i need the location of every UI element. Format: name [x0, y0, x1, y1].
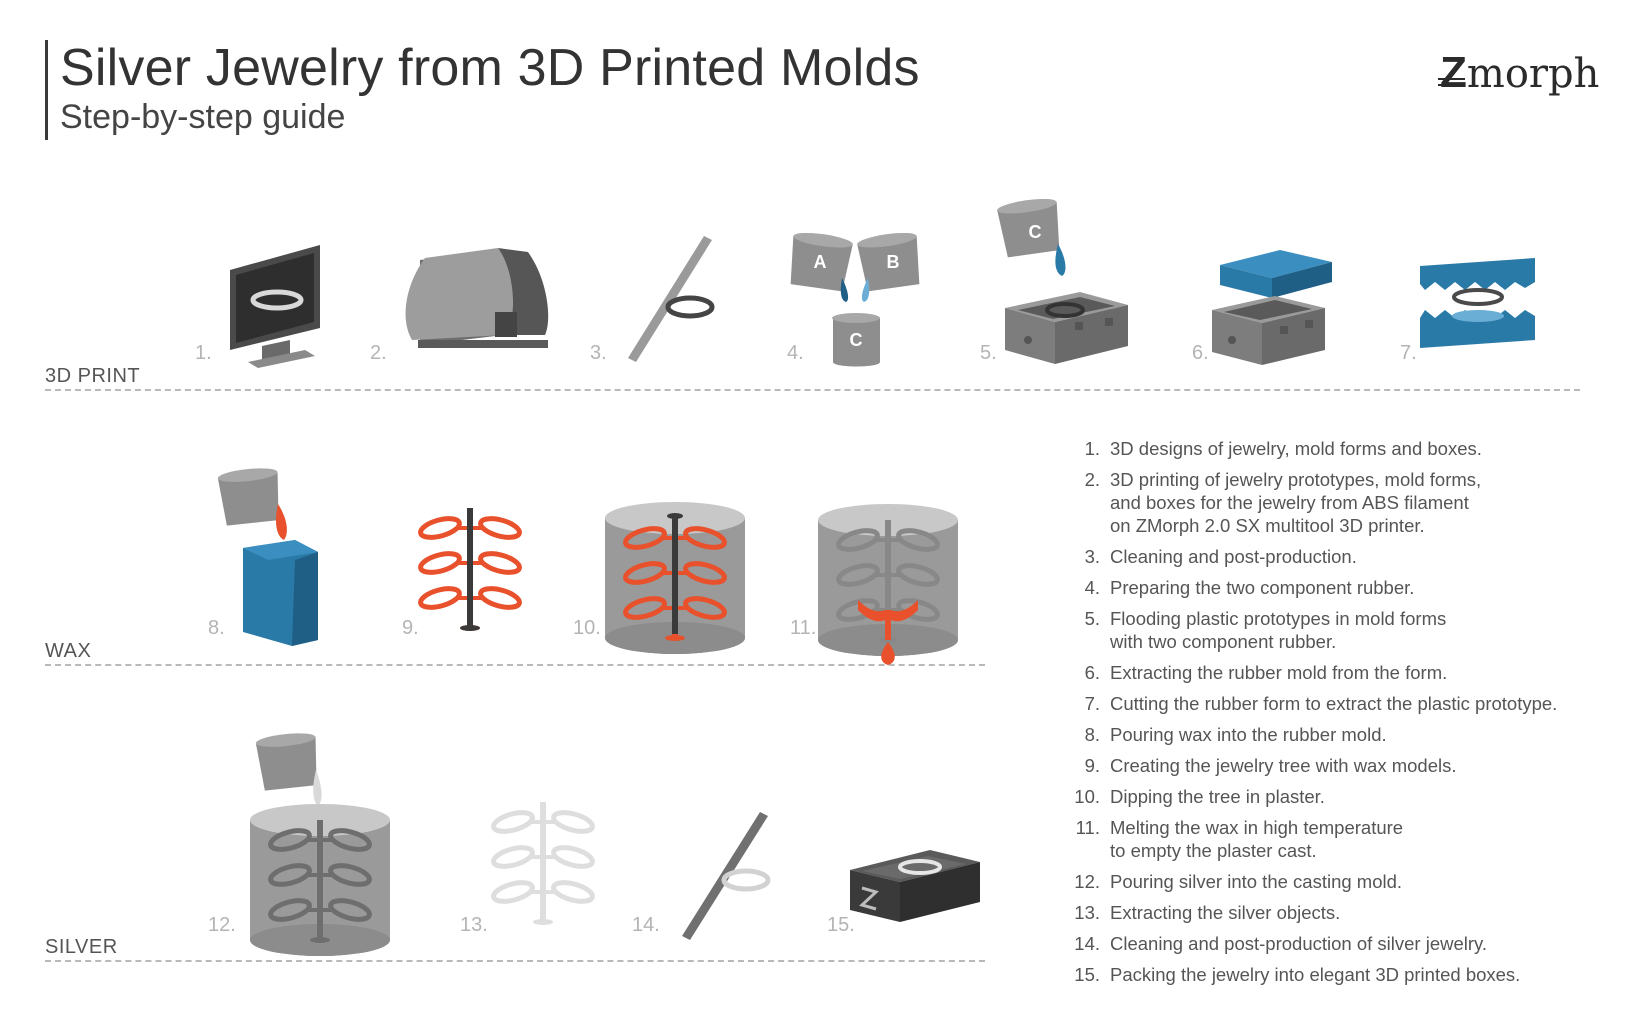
container-label-a: A: [814, 252, 827, 272]
illustration-number: 12.: [208, 914, 236, 936]
container-label-b: B: [887, 252, 900, 272]
step-text: Pouring wax into the rubber mold.: [1110, 724, 1387, 745]
step-text: Dipping the tree in plaster.: [1110, 786, 1325, 807]
divider-wax: [45, 664, 985, 666]
list-item: 7. Cutting the rubber form to extract the…: [1050, 692, 1610, 715]
container-label-c: C: [1029, 222, 1042, 242]
pour-silver-icon: [250, 731, 390, 956]
step-number: 4.: [1084, 577, 1100, 598]
list-item: 13. Extracting the silver objects.: [1050, 901, 1610, 924]
step-number: 5.: [1084, 608, 1100, 629]
step-text: 3D designs of jewelry, mold forms and bo…: [1110, 438, 1482, 459]
wax-tree-icon: [419, 508, 522, 631]
divider-silver: [45, 960, 985, 962]
list-item: 14. Cleaning and post-production of silve…: [1050, 932, 1610, 955]
illustration-number: 2.: [370, 342, 387, 364]
step-number: 7.: [1084, 693, 1100, 714]
step-text: Cleaning and post-production of silver j…: [1110, 933, 1488, 954]
logo-z: Z: [1438, 48, 1467, 97]
list-item: 11. Melting the wax in high temperature t…: [1050, 816, 1610, 862]
file-tool-icon: [628, 236, 715, 362]
list-item: 12. Pouring silver into the casting mold.: [1050, 870, 1610, 893]
step-text: Creating the jewelry tree with wax model…: [1110, 755, 1457, 776]
page-title: Silver Jewelry from 3D Printed Molds: [60, 39, 920, 97]
title-accent-bar: [45, 40, 48, 140]
illustration-number: 6.: [1192, 342, 1209, 364]
illustration-number: 14.: [632, 914, 660, 936]
illustration-number: 4.: [787, 342, 804, 364]
illustration-number: 8.: [208, 617, 225, 639]
illustration-number: 13.: [460, 914, 488, 936]
pour-wax-icon: [217, 466, 318, 646]
step-number: 2.: [1084, 469, 1100, 490]
list-item: 6. Extracting the rubber mold from the fo…: [1050, 661, 1610, 684]
step-text: Flooding plastic prototypes in mold form…: [1110, 608, 1447, 652]
illustration-number: 9.: [402, 617, 419, 639]
step-number: 15.: [1074, 964, 1100, 985]
mold-box-pour-icon: C: [996, 196, 1128, 364]
illustration-number: 3.: [590, 342, 607, 364]
3d-printer-icon: [405, 248, 549, 348]
cut-rubber-form-icon: [1420, 258, 1535, 348]
step-text: Extracting the silver objects.: [1110, 902, 1341, 923]
step-text: Cutting the rubber form to extract the p…: [1110, 693, 1558, 714]
list-item: 1. 3D designs of jewelry, mold forms and …: [1050, 437, 1610, 460]
section-label-wax: WAX: [45, 640, 92, 662]
divider-3d-print: [45, 389, 1580, 391]
step-number: 3.: [1084, 546, 1100, 567]
section-label-silver: SILVER: [45, 936, 118, 958]
list-item: 5. Flooding plastic prototypes in mold fo…: [1050, 607, 1610, 653]
section-label-3d-print: 3D PRINT: [45, 365, 141, 387]
step-number: 10.: [1074, 786, 1100, 807]
step-text: Cleaning and post-production.: [1110, 546, 1357, 567]
silver-tree-icon: [492, 802, 595, 925]
page-subtitle: Step-by-step guide: [60, 98, 346, 136]
step-number: 1.: [1084, 438, 1100, 459]
illustration-number: 7.: [1400, 342, 1417, 364]
container-label-c: C: [850, 330, 863, 350]
step-number: 13.: [1074, 902, 1100, 923]
list-item: 10. Dipping the tree in plaster.: [1050, 785, 1610, 808]
step-text: Pouring silver into the casting mold.: [1110, 871, 1403, 892]
step-number: 9.: [1084, 755, 1100, 776]
list-item: 4. Preparing the two component rubber.: [1050, 576, 1610, 599]
silver-file-tool-icon: [682, 812, 771, 940]
step-text: Extracting the rubber mold from the form…: [1110, 662, 1448, 683]
step-number: 11.: [1075, 817, 1100, 838]
steps-list: 1. 3D designs of jewelry, mold forms and …: [1050, 437, 1610, 994]
list-item: 2. 3D printing of jewelry prototypes, mol…: [1050, 468, 1610, 537]
step-number: 6.: [1084, 662, 1100, 683]
illustration-number: 11.: [790, 617, 817, 639]
rubber-mold-extract-icon: [1212, 250, 1332, 365]
list-item: 8. Pouring wax into the rubber mold.: [1050, 723, 1610, 746]
illustration-number: 10.: [573, 617, 601, 639]
melt-wax-icon: [818, 504, 958, 665]
list-item: 3. Cleaning and post-production.: [1050, 545, 1610, 568]
illustration-number: 1.: [195, 342, 212, 364]
list-item: 15. Packing the jewelry into elegant 3D p…: [1050, 963, 1610, 986]
list-item: 9. Creating the jewelry tree with wax mod…: [1050, 754, 1610, 777]
jewelry-box-icon: [850, 850, 980, 922]
step-number: 8.: [1084, 724, 1100, 745]
plaster-cylinder-icon: [605, 502, 745, 654]
monitor-icon: [230, 245, 320, 368]
illustration-number: 5.: [980, 342, 997, 364]
logo-text: morph: [1466, 51, 1600, 97]
zmorph-logo: Zmorph: [1438, 48, 1600, 98]
step-text: Packing the jewelry into elegant 3D prin…: [1110, 964, 1521, 985]
step-text: 3D printing of jewelry prototypes, mold …: [1110, 469, 1482, 536]
step-text: Preparing the two component rubber.: [1110, 577, 1415, 598]
illustration-number: 15.: [827, 914, 855, 936]
step-number: 14.: [1074, 933, 1100, 954]
rubber-containers-icon: A B C: [786, 230, 924, 367]
step-number: 12.: [1074, 871, 1100, 892]
step-text: Melting the wax in high temperature to e…: [1110, 817, 1404, 861]
